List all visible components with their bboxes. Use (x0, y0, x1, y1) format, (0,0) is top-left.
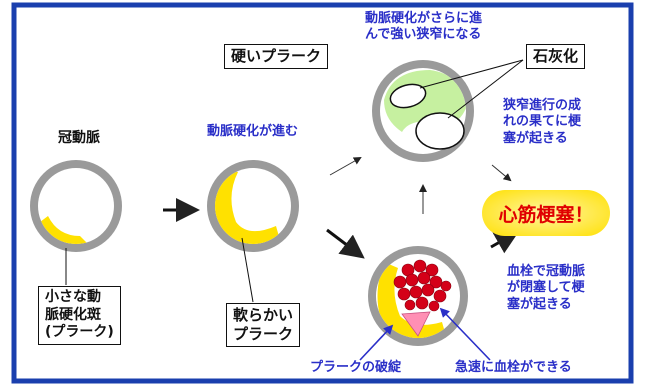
label-rupture: プラークの破綻 (310, 360, 402, 375)
label-small-line3: (プラーク) (45, 324, 114, 340)
label-narrowing-line1: 狭窄進行の成 (503, 98, 582, 113)
pointer-rupture (359, 324, 394, 361)
label-thrombus-line1: 血栓で冠動脈 (507, 264, 586, 279)
label-calcification: 石灰化 (526, 44, 586, 69)
pointer-calc-1 (419, 59, 524, 89)
pointer-soft (241, 237, 254, 303)
label-further-line1: 動脈硬化がさらに進 (365, 11, 483, 26)
label-narrowing: 狭窄進行の成 れの果てに梗 塞が起きる (503, 98, 581, 147)
label-rapid: 急速に血栓ができる (455, 360, 572, 375)
label-soft-line1: 軟らかい (233, 306, 294, 324)
label-thrombus: 血栓で冠動脈 が閉塞して梗 塞が起きる (507, 264, 585, 313)
pointer-calc-2 (447, 59, 524, 119)
label-coronary: 冠動脈 (58, 130, 100, 146)
artery-normal (30, 160, 122, 252)
label-small-plaque: 小さな動 脈硬化斑 (プラーク) (38, 286, 121, 345)
arrow-4-mi (490, 231, 520, 254)
arrow-2-4 (326, 228, 365, 259)
artery-thrombus (368, 246, 468, 346)
label-further: 動脈硬化がさらに進 んで強い狭窄になる (365, 11, 482, 44)
pointer-rapid (439, 307, 491, 361)
label-thrombus-line3: 塞が起きる (507, 296, 572, 312)
label-soft-plaque: 軟らかい プラーク (226, 303, 301, 347)
arrow-2-3 (329, 157, 362, 176)
artery-soft-plaque (207, 160, 299, 252)
label-hard-plaque: 硬いプラーク (224, 44, 329, 69)
arrow-3-mi (491, 164, 512, 182)
label-narrowing-line2: れの果てに梗 (503, 114, 582, 130)
label-thrombus-line2: が閉塞して梗 (507, 280, 585, 296)
artery-hard-plaque (372, 60, 474, 162)
label-small-line2: 脈硬化斑 (45, 306, 101, 323)
label-progress: 動脈硬化が進む (207, 124, 299, 139)
label-further-line2: んで強い狭窄になる (365, 27, 482, 43)
label-mi: 心筋梗塞！ (482, 190, 610, 236)
border-frame (11, 2, 634, 384)
label-small-line1: 小さな動 (45, 289, 101, 305)
label-soft-line2: プラーク (233, 324, 294, 343)
label-narrowing-line3: 塞が起きる (503, 130, 568, 146)
